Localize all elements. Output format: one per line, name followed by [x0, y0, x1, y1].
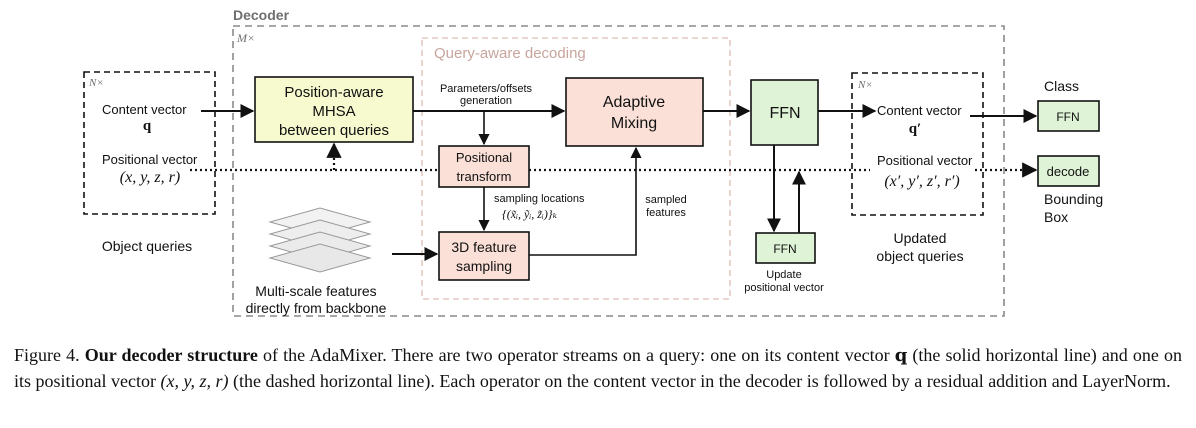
caption-pos-symbol: (x, y, z, r): [160, 370, 229, 391]
updated-pos-symbol: (x′, y′, z′, r′): [884, 173, 959, 190]
class-label: Class: [1044, 78, 1079, 94]
decoder-box: [232, 25, 1005, 317]
params-line-2: generation: [460, 95, 512, 107]
ffn-small-label: FFN: [773, 242, 796, 256]
caption-text-1: of the AdaMixer. There are two operator …: [257, 345, 895, 365]
updated-content-symbol: q′: [909, 121, 922, 137]
adaptive-line-1: Adaptive: [603, 94, 665, 111]
sampling-locations-label: sampling locations: [494, 193, 585, 205]
ffn-small-box: [755, 232, 816, 264]
positional-transform-box: [438, 145, 530, 188]
ffn-main-label: FFN: [769, 105, 800, 122]
adaptive-line-2: Mixing: [611, 115, 657, 132]
mhsa-line-1: Position-aware: [284, 84, 383, 101]
object-queries-repeat: N×: [88, 77, 104, 89]
query-aware-label: Query-aware decoding: [434, 45, 586, 62]
figure-caption: Figure 4. Our decoder structure of the A…: [14, 343, 1182, 393]
decode-label: decode: [1047, 164, 1090, 179]
updated-pos-label: Positional vector: [877, 153, 973, 168]
sampled-features-to-mixing-arrow: [529, 146, 642, 256]
params-line-1: Parameters/offsets: [440, 83, 533, 95]
content-vector-symbol: q: [143, 118, 152, 134]
updated-queries-line-2: object queries: [876, 248, 963, 264]
decoder-repeat: M×: [236, 31, 255, 45]
decoder-label: Decoder: [233, 7, 290, 23]
positional-transform-line-1: Positional: [456, 150, 512, 165]
bbox-line-1: Bounding: [1044, 191, 1103, 207]
sampling-locations-symbol: {(x̃ᵢ, ỹᵢ, z̃ᵢ)}ₖ: [502, 207, 558, 221]
decode-box: [1037, 155, 1100, 187]
class-ffn-box: [1037, 100, 1100, 132]
caption-text-2: (the solid horizontal line) and one on i…: [14, 345, 1183, 391]
update-pos-line-2: positional vector: [744, 282, 824, 294]
ffn-main-box: [750, 79, 819, 146]
caption-q-symbol: q: [894, 345, 908, 366]
multiscale-feature-stack-icon: [268, 207, 372, 273]
object-queries-label: Object queries: [102, 238, 192, 254]
object-queries-box: [83, 71, 216, 215]
updated-queries-line-1: Updated: [894, 230, 947, 246]
adaptive-mixing-box: [565, 77, 704, 147]
update-pos-line-1: Update: [766, 269, 801, 281]
mhsa-box: [254, 76, 414, 143]
mhsa-line-2: MHSA: [312, 103, 355, 120]
positional-vector-symbol: (x, y, z, r): [120, 169, 180, 186]
content-vector-label: Content vector: [102, 102, 187, 117]
caption-bold-title: Our decoder structure: [84, 345, 258, 365]
multiscale-line-1: Multi-scale features: [255, 283, 376, 299]
updated-queries-repeat: N×: [857, 79, 873, 91]
feature-sampling-line-2: sampling: [456, 258, 512, 274]
class-ffn-label: FFN: [1056, 110, 1079, 124]
positional-vector-label: Positional vector: [102, 152, 198, 167]
caption-text-3: (the dashed horizontal line). Each opera…: [228, 370, 1171, 391]
updated-content-label: Content vector: [877, 103, 962, 118]
sampled-features-line-1: sampled: [645, 194, 687, 206]
multiscale-line-2: directly from backbone: [246, 300, 387, 316]
feature-sampling-line-1: 3D feature: [451, 239, 517, 255]
query-aware-box: [421, 37, 731, 300]
bbox-line-2: Box: [1044, 209, 1068, 225]
sampled-features-line-2: features: [646, 207, 686, 219]
positional-transform-line-2: transform: [457, 169, 512, 184]
mhsa-line-3: between queries: [279, 122, 389, 139]
decoder-diagram: Decoder M× Query-aware decoding N× Conte…: [83, 7, 1103, 317]
feature-sampling-box: [438, 231, 530, 281]
caption-figure-number: Figure 4.: [14, 345, 80, 365]
updated-queries-box: [851, 72, 984, 216]
